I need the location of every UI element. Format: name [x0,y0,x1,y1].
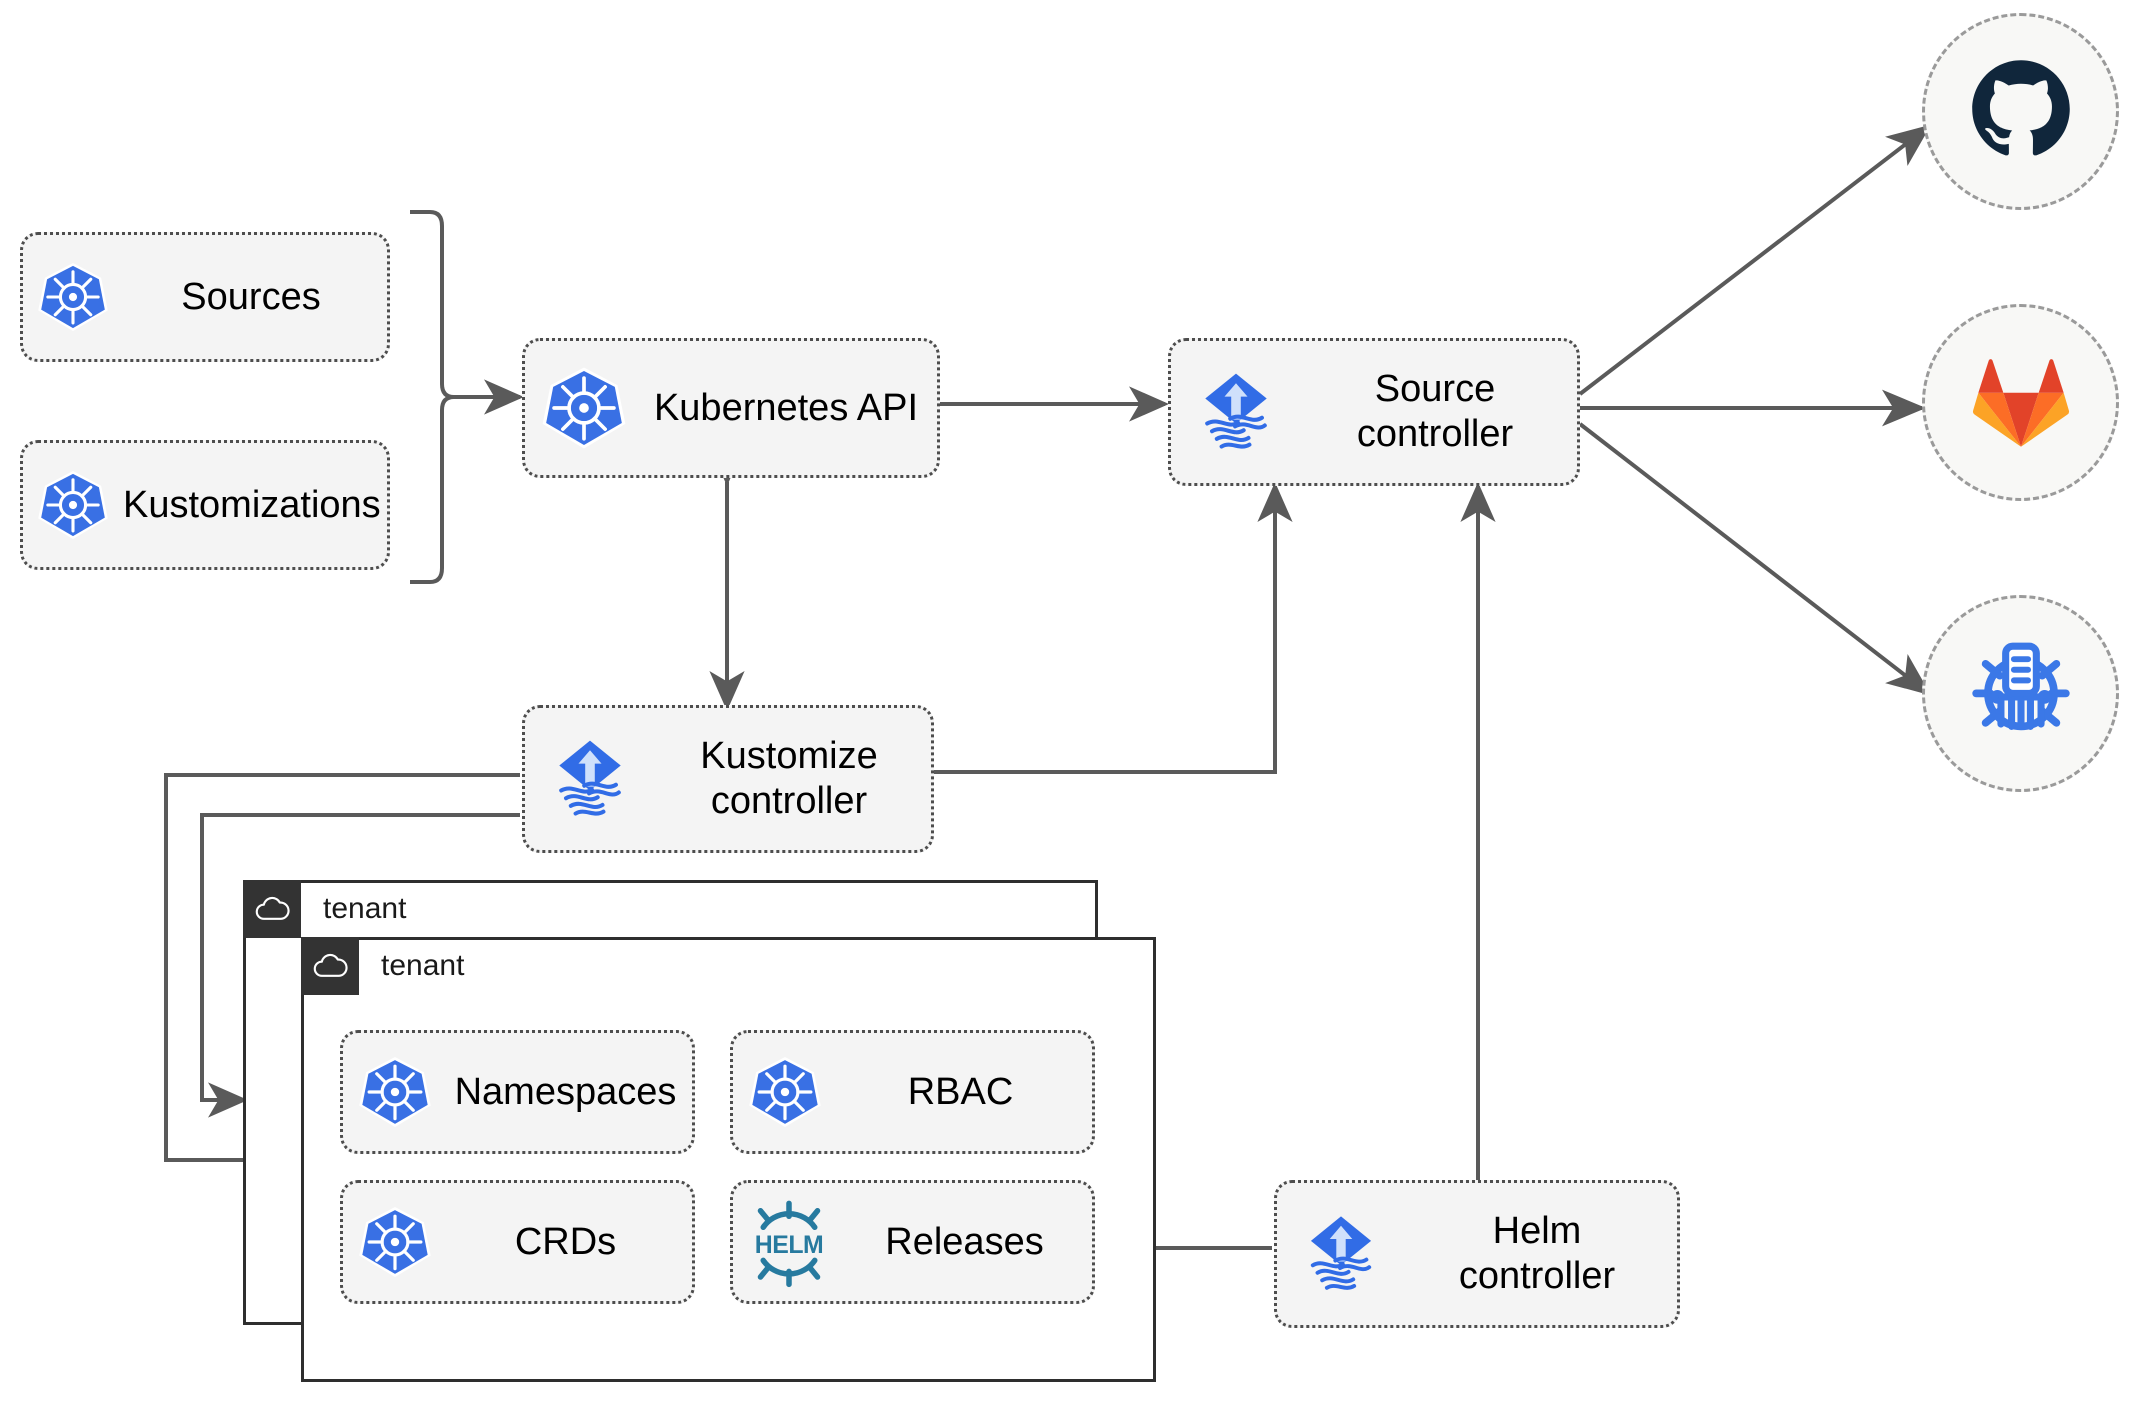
node-kustomizations[interactable]: Kustomizations [20,440,390,570]
flux-icon [1277,1207,1405,1301]
node-namespaces[interactable]: Namespaces [340,1030,695,1154]
node-releases[interactable]: HELM Releases [730,1180,1095,1304]
node-label: Source controller [1356,368,1514,455]
gitlab-icon [1969,351,2073,454]
edge-source-to-helm-repository [1578,422,1932,696]
node-helm-repository[interactable] [1922,595,2119,792]
resources-bracket [410,210,455,584]
node-gitlab[interactable] [1922,304,2119,501]
node-label: Sources [181,275,321,318]
node-label: CRDs [514,1220,617,1263]
node-label: Helm controller [1458,1210,1616,1297]
node-label: Releases [885,1220,1044,1263]
node-label: Namespaces [454,1070,677,1113]
flux-icon [525,731,655,827]
kubernetes-icon [343,1204,447,1280]
kubernetes-icon [23,260,123,334]
tenant-label: tenant [381,949,465,982]
cloud-icon [301,937,359,995]
helm-chart-repository-icon [1962,632,2080,755]
node-label: Kustomize controller [700,735,878,822]
tenant-label: tenant [323,892,407,925]
flux-icon [1171,364,1301,460]
node-label: RBAC [907,1070,1014,1113]
node-label: Kubernetes API [653,386,919,429]
node-helm-controller[interactable]: Helm controller [1274,1180,1680,1328]
cloud-icon [243,880,301,938]
svg-text:HELM: HELM [755,1232,824,1259]
node-crds[interactable]: CRDs [340,1180,695,1304]
kubernetes-icon [23,468,123,542]
kubernetes-icon [733,1054,837,1130]
node-kustomize-controller[interactable]: Kustomize controller [522,705,934,853]
node-sources[interactable]: Sources [20,232,390,362]
helm-icon: HELM [733,1196,845,1288]
tenant-inner[interactable]: tenant [301,937,1156,1382]
node-github[interactable] [1922,13,2119,210]
tenant-header: tenant [243,880,406,938]
node-rbac[interactable]: RBAC [730,1030,1095,1154]
tenant-header: tenant [301,937,464,995]
kubernetes-icon [343,1054,447,1130]
node-kubernetes-api[interactable]: Kubernetes API [522,338,940,478]
edge-kustomize-to-source [932,482,1293,774]
edge-source-to-github [1578,124,1932,396]
github-icon [1968,56,2074,167]
node-label: Kustomizations [123,483,381,526]
node-source-controller[interactable]: Source controller [1168,338,1580,486]
kubernetes-icon [525,364,643,452]
